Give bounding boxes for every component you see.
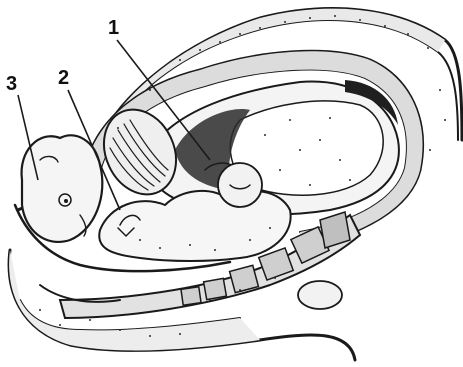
label-1: 1 bbox=[108, 17, 119, 39]
label-2: 2 bbox=[58, 67, 69, 89]
label-3: 3 bbox=[6, 73, 17, 95]
